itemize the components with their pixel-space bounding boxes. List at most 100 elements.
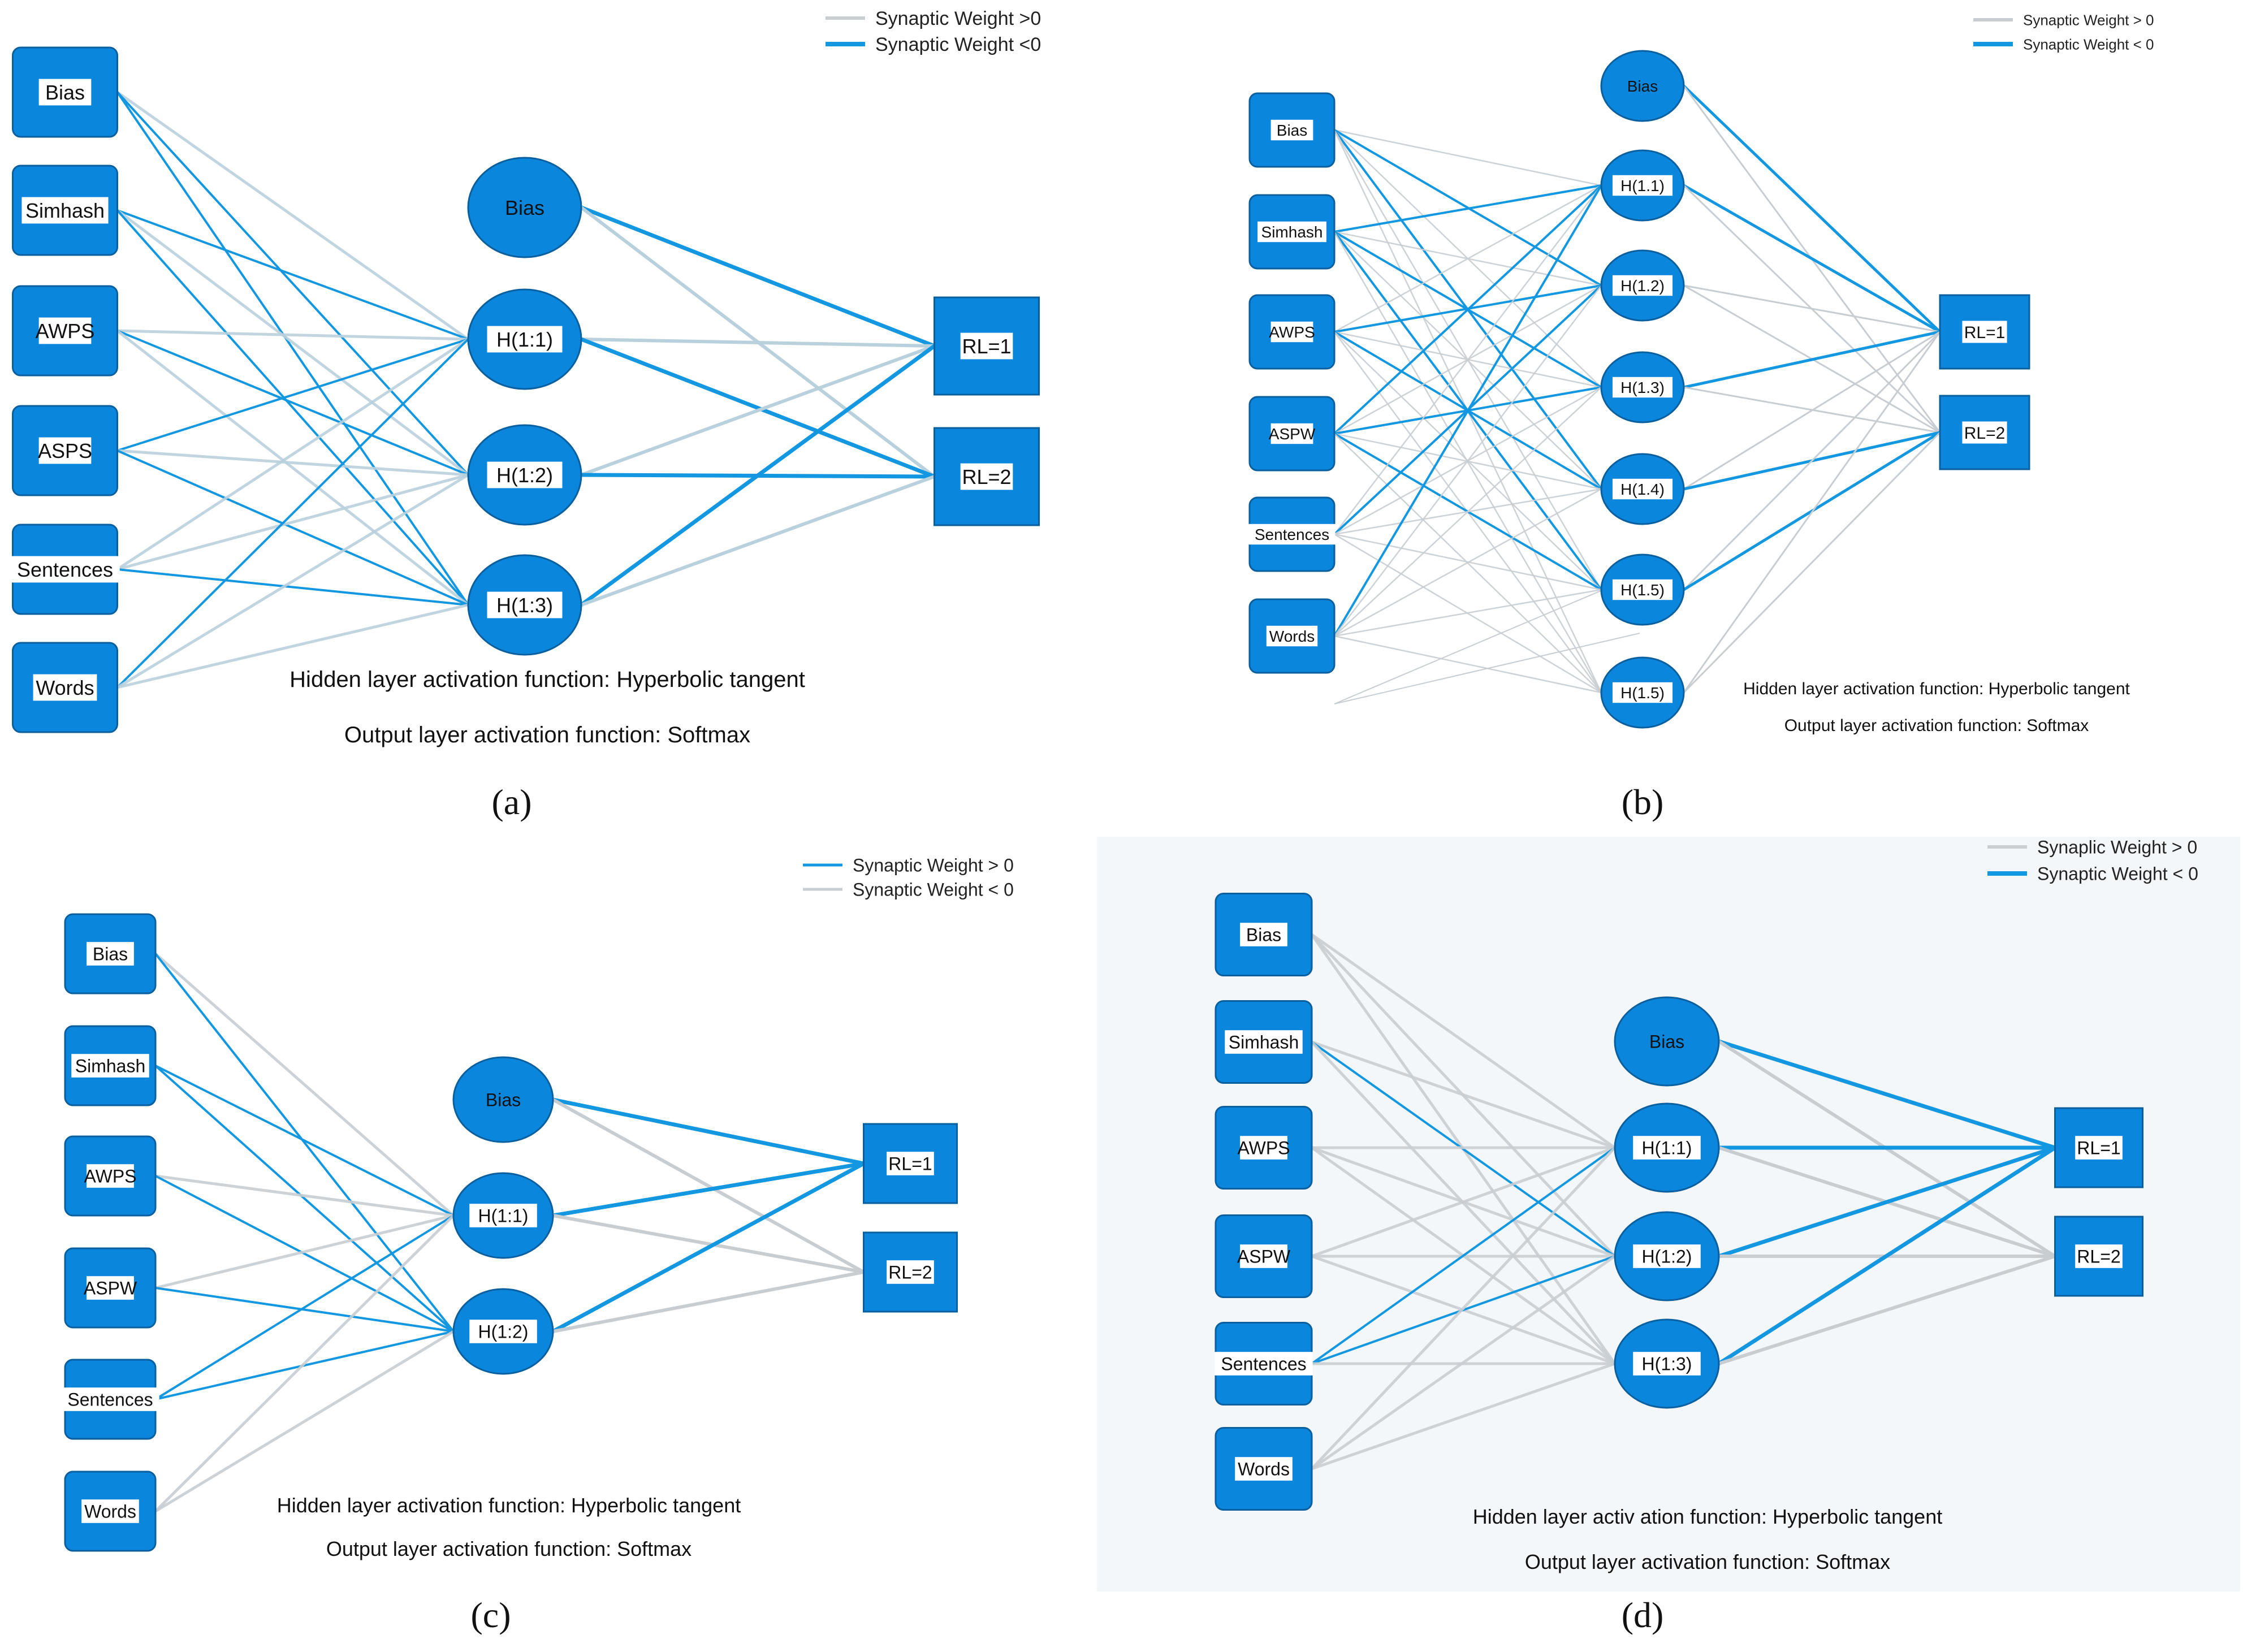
edge-input-hidden (1334, 129, 1602, 187)
panel-a-captions: Hidden layer activation function: Hyperb… (289, 667, 805, 822)
edge-input-hidden (1333, 231, 1602, 693)
edge-input-hidden (154, 1330, 455, 1513)
panel-b-captions: Hidden layer activation function: Hyperb… (1622, 680, 2130, 822)
input-node-label: Sentences (1221, 1354, 1306, 1374)
input-node-label-bg (38, 317, 92, 344)
edge-hidden-output (1683, 330, 1941, 389)
hidden-node-label-bg (487, 591, 563, 619)
input-node-label-bg (87, 942, 134, 966)
edge-input-hidden (154, 1214, 455, 1400)
input-node-label-bg (1270, 119, 1313, 141)
edge-hidden-output (581, 338, 935, 348)
edge-input-hidden (116, 338, 469, 689)
input-node-label: Sentences (1255, 526, 1329, 543)
hidden-node-label-bg (1612, 377, 1673, 398)
hidden-node-label: H(1.3) (1620, 379, 1665, 396)
input-node-label: AWPS (36, 319, 95, 343)
edge-hidden-output (1683, 331, 1941, 490)
edge-input-hidden (155, 1065, 454, 1217)
input-node-label: ASPW (1237, 1247, 1291, 1267)
hidden-node-label-bg (1612, 478, 1673, 500)
input-node-label-bg (1240, 1244, 1287, 1268)
hidden-node-label: H(1:2) (1642, 1247, 1692, 1267)
hidden-node-label: H(1:3) (1642, 1354, 1692, 1374)
legend-label: Synaptic Weight > 0 (853, 855, 1014, 876)
hidden-node-label: H(1.5) (1620, 684, 1665, 702)
legend-label: Synaptic Weight <0 (875, 34, 1041, 55)
edge-hidden-output (1718, 1039, 2056, 1150)
input-node-label: Words (36, 676, 94, 699)
edge-input-hidden (154, 953, 455, 1333)
activation-caption: Hidden layer activation function: Hyperb… (1743, 680, 2130, 698)
hidden-node-label-bg (469, 1204, 537, 1227)
hidden-node-label-bg (1633, 1244, 1701, 1268)
input-node-label: Words (1269, 628, 1315, 645)
edge-hidden-output (552, 1098, 865, 1274)
output-node-label: RL=1 (888, 1154, 932, 1174)
edge-hidden-output (552, 1270, 865, 1333)
legend-label: Synaptic Weight < 0 (2037, 864, 2198, 884)
input-node-label: Bias (1277, 122, 1307, 139)
legend-label: Synaptic Weight >0 (875, 8, 1041, 29)
output-node-label-bg (887, 1152, 934, 1175)
legend-label: Synaptic Weight > 0 (2023, 11, 2154, 28)
edge-input-hidden (1334, 184, 1602, 233)
edge-input-hidden (155, 1175, 454, 1333)
panel-c-nodes: BiasSimhashAWPSASPWSentencesWordsBiasH(1… (61, 913, 958, 1552)
input-node-label-bg (1215, 1352, 1313, 1376)
output-node-label-bg (887, 1260, 934, 1284)
edge-hidden-output (1683, 331, 1941, 591)
hidden-node-label-bg (487, 326, 563, 353)
hidden-node (452, 1056, 554, 1143)
panel-letter: (a) (491, 782, 531, 822)
hidden-node-label: Bias (486, 1090, 521, 1110)
edge-hidden-output (1683, 331, 1941, 693)
edge-input-hidden (1311, 1255, 1616, 1471)
edge-input-hidden (116, 91, 469, 476)
input-node-label: ASPW (84, 1278, 137, 1299)
input-node-label-bg (1240, 1136, 1287, 1160)
edge-input-hidden (1311, 1040, 1615, 1149)
input-node-label: Words (1238, 1459, 1290, 1480)
input-node-label-bg (1235, 1457, 1293, 1481)
panel-a-edges (116, 90, 936, 689)
input-node-label-bg (1240, 923, 1287, 946)
activation-caption: Hidden layer activation function: Hyperb… (277, 1494, 741, 1517)
output-node-label-bg (1962, 321, 2007, 343)
activation-caption: Output layer activation function: Softma… (344, 723, 750, 747)
hidden-node (1600, 50, 1685, 122)
edge-input-hidden (1333, 184, 1602, 435)
edge-input-hidden (155, 1174, 454, 1217)
hidden-node-label: Bias (1627, 77, 1658, 95)
edge-input-hidden (1334, 633, 1640, 704)
edge-input-hidden (1334, 185, 1602, 535)
output-node-label: RL=1 (962, 335, 1011, 358)
edge-hidden-output (1718, 1255, 2056, 1365)
edge-input-hidden (116, 338, 469, 452)
hidden-node-label-bg (1633, 1136, 1701, 1160)
edge-input-hidden (116, 91, 469, 606)
hidden-node-label-bg (487, 461, 563, 488)
edge-hidden-output (580, 475, 935, 607)
edge-hidden-output (580, 344, 935, 477)
input-node-label: Simhash (75, 1056, 146, 1076)
edge-input-hidden (1334, 285, 1602, 637)
panel-letter: (b) (1622, 782, 1664, 822)
input-node-label: Simhash (25, 199, 105, 222)
edge-input-hidden (1311, 1362, 1615, 1471)
edge-input-hidden (1333, 184, 1602, 637)
panel-c-edges (154, 953, 865, 1513)
input-node-label-bg (87, 1276, 134, 1300)
output-node-label: RL=1 (1964, 323, 2006, 342)
edge-hidden-output (552, 1214, 865, 1274)
edge-input-hidden (116, 209, 469, 476)
edge-hidden-output (580, 205, 935, 348)
edge-input-hidden (117, 329, 469, 341)
input-node-label-bg (21, 197, 109, 224)
edge-hidden-output (1683, 85, 1941, 333)
edge-input-hidden (155, 1287, 454, 1333)
activation-caption: Hidden layer activation function: Hyperb… (289, 667, 805, 692)
input-node-label-bg (10, 556, 120, 583)
